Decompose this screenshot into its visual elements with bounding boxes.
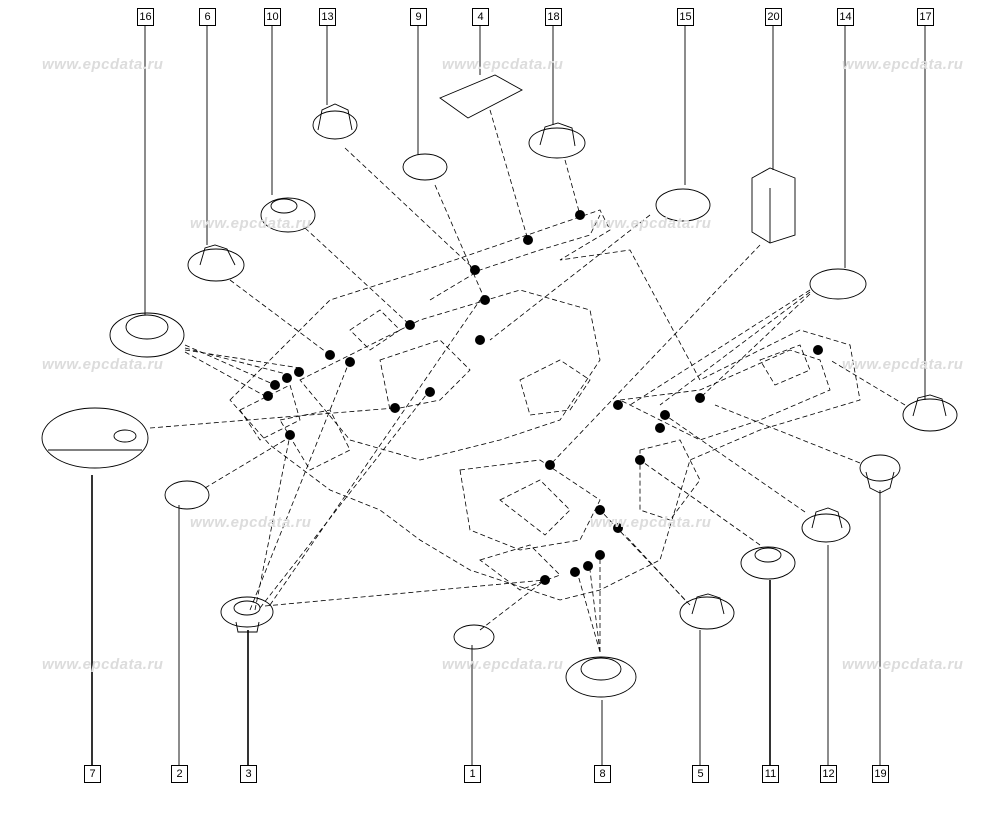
callout-stems <box>91 25 926 765</box>
callout-label: 19 <box>872 765 889 783</box>
callout-label: 13 <box>319 8 336 26</box>
part-12-clip <box>801 507 851 543</box>
floor-pan-outline <box>229 209 861 601</box>
part-10-plug <box>260 197 316 233</box>
part-6-clip <box>187 244 245 282</box>
fastener-points <box>263 210 823 585</box>
callout-label: 3 <box>240 765 257 783</box>
part-11-plug <box>740 546 796 580</box>
callout-label: 5 <box>692 765 709 783</box>
watermark: www.epcdata.ru <box>590 514 712 531</box>
part-4-pad <box>439 74 523 119</box>
watermark: www.epcdata.ru <box>842 56 964 73</box>
part-7-cover <box>41 407 149 469</box>
part-18-clip <box>528 122 586 159</box>
callout-label: 18 <box>545 8 562 26</box>
part-3-plug <box>220 596 274 633</box>
part-5-clip <box>679 593 735 630</box>
callout-label: 1 <box>464 765 481 783</box>
part-20-pad <box>751 167 796 244</box>
leader-lines <box>149 109 906 653</box>
part-2-plug <box>164 480 210 510</box>
part-16-grommet <box>109 312 185 358</box>
callout-label: 11 <box>762 765 779 783</box>
callout-label: 4 <box>472 8 489 26</box>
watermark: www.epcdata.ru <box>590 215 712 232</box>
watermark: www.epcdata.ru <box>42 656 164 673</box>
part-13-clip <box>312 103 358 140</box>
watermark: www.epcdata.ru <box>42 56 164 73</box>
part-1-plug <box>453 624 495 650</box>
callout-label: 8 <box>594 765 611 783</box>
callout-label: 2 <box>171 765 188 783</box>
callout-label: 16 <box>137 8 154 26</box>
watermark: www.epcdata.ru <box>842 656 964 673</box>
watermark: www.epcdata.ru <box>190 514 312 531</box>
callout-label: 17 <box>917 8 934 26</box>
watermark: www.epcdata.ru <box>842 356 964 373</box>
watermark: www.epcdata.ru <box>190 215 312 232</box>
watermark: www.epcdata.ru <box>42 356 164 373</box>
part-14-plug <box>809 268 867 300</box>
callout-label: 12 <box>820 765 837 783</box>
part-8-grommet <box>565 656 637 698</box>
part-19-clip <box>859 454 901 494</box>
callout-label: 10 <box>264 8 281 26</box>
callout-label: 20 <box>765 8 782 26</box>
part-15-plug <box>655 188 711 222</box>
callout-label: 6 <box>199 8 216 26</box>
watermark: www.epcdata.ru <box>442 656 564 673</box>
watermark: www.epcdata.ru <box>442 56 564 73</box>
callout-label: 15 <box>677 8 694 26</box>
part-9-plug <box>402 153 448 181</box>
callout-label: 14 <box>837 8 854 26</box>
callout-label: 7 <box>84 765 101 783</box>
callout-label: 9 <box>410 8 427 26</box>
part-17-clip <box>902 394 958 432</box>
